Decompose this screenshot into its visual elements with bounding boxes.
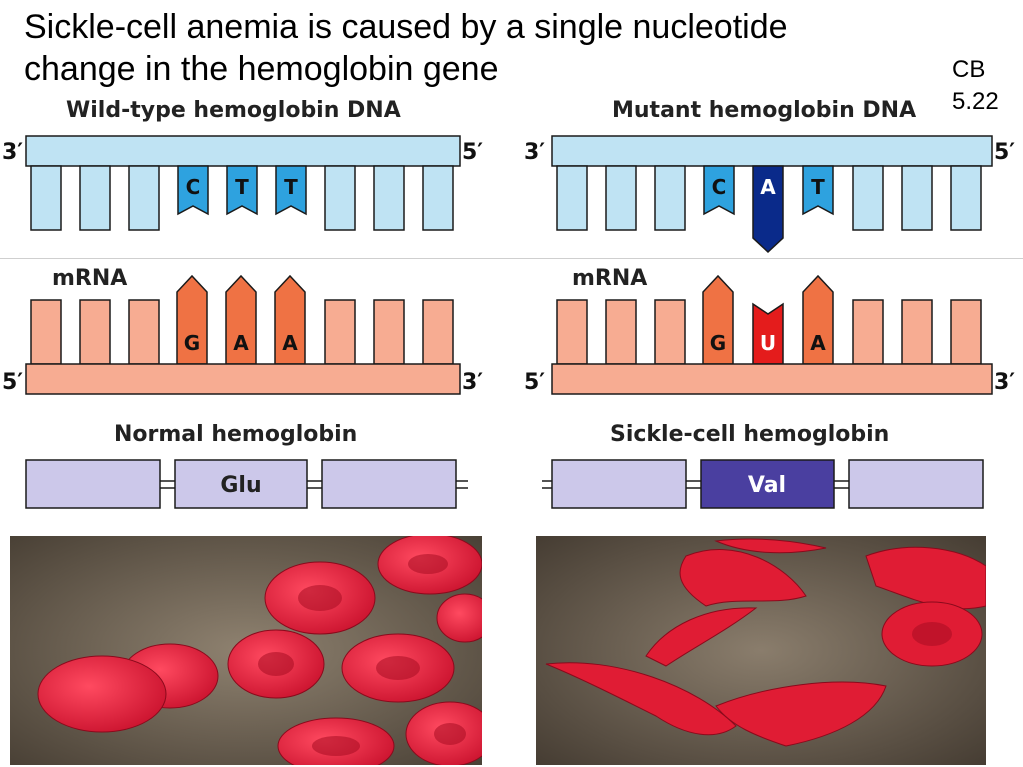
wild-dna-base-t: [226, 165, 258, 216]
mutant-dna-base: [556, 165, 588, 231]
mutant-dna-base: [950, 165, 982, 231]
wild-dna-base: [30, 165, 62, 231]
title-line-1: Sickle-cell anemia is caused by a single…: [24, 8, 788, 46]
sickle-red-blood-cells-photo: [536, 536, 986, 765]
wild-dna-header: Wild-type hemoglobin DNA: [66, 98, 401, 123]
wild-protein-header: Normal hemoglobin: [114, 422, 358, 447]
normal-red-blood-cells-photo: [10, 536, 482, 765]
mutant-dna-header: Mutant hemoglobin DNA: [612, 98, 917, 123]
wild-amino-acid: [321, 459, 457, 509]
mutant-amino-acid: [848, 459, 984, 509]
divider: [0, 258, 1023, 259]
mutant-mrna-5prime: 5′: [524, 370, 546, 395]
mutant-dna-base-c: [703, 165, 735, 216]
wild-dna-base: [79, 165, 111, 231]
reference-line-1: CB: [952, 56, 986, 83]
mutant-mrna-3prime: 3′: [994, 370, 1016, 395]
title-line-2: change in the hemoglobin gene: [24, 50, 499, 88]
mutant-mrna-base: [605, 299, 637, 365]
wild-dna-3prime: 3′: [2, 140, 24, 165]
mutant-mrna-label: mRNA: [572, 266, 648, 291]
wild-mrna-3prime: 3′: [462, 370, 484, 395]
mutant-protein-header: Sickle-cell hemoglobin: [610, 422, 890, 447]
mutant-amino-acid: [551, 459, 687, 509]
mutant-mrna-base: [556, 299, 588, 365]
mutant-mrna-base: [901, 299, 933, 365]
mutant-dna-base-a: [752, 165, 784, 254]
wild-dna-base-t: [275, 165, 307, 216]
mutant-mrna-backbone: [551, 363, 993, 395]
mutant-mrna-base-label: G: [710, 331, 726, 355]
mutant-mrna-base: [852, 299, 884, 365]
wild-mrna-base-label: A: [233, 331, 249, 355]
wild-dna-base-c: [177, 165, 209, 216]
wild-amino-acid: [25, 459, 161, 509]
mutant-dna-base-label: C: [712, 175, 727, 199]
mutant-mrna-base-label: A: [810, 331, 826, 355]
mutant-dna-backbone: [551, 135, 993, 167]
wild-dna-5prime: 5′: [462, 140, 484, 165]
wild-mrna-base: [79, 299, 111, 365]
mutant-mrna-base: [950, 299, 982, 365]
mutant-dna-base-t: [802, 165, 834, 216]
wild-mrna-label: mRNA: [52, 266, 128, 291]
wild-dna-backbone: [25, 135, 461, 167]
wild-mrna-base: [128, 299, 160, 365]
mutant-dna-base: [901, 165, 933, 231]
mutant-dna-3prime: 3′: [524, 140, 546, 165]
wild-mrna-base-label: G: [184, 331, 200, 355]
wild-amino-acid-label: Glu: [220, 473, 261, 498]
wild-mrna-base: [422, 299, 454, 365]
mutant-amino-acid-val: [700, 459, 835, 509]
wild-amino-acid-glu: [174, 459, 308, 509]
wild-mrna-backbone: [25, 363, 461, 395]
wild-dna-base: [324, 165, 356, 231]
mutant-dna-base-label: A: [760, 175, 776, 199]
mutant-mrna-base-label: U: [760, 331, 776, 355]
slide-title: Sickle-cell anemia is caused by a single…: [24, 6, 788, 90]
wild-dna-base-label: C: [186, 175, 201, 199]
wild-mrna-5prime: 5′: [2, 370, 24, 395]
wild-dna-base-label: T: [284, 175, 298, 199]
mutant-dna-5prime: 5′: [994, 140, 1016, 165]
wild-dna-base: [128, 165, 160, 231]
wild-mrna-base-label: A: [282, 331, 298, 355]
mutant-dna-base: [654, 165, 686, 231]
figure-reference: CB 5.22: [952, 54, 999, 118]
wild-dna-base: [422, 165, 454, 231]
reference-line-2: 5.22: [952, 88, 999, 115]
wild-dna-base-label: T: [235, 175, 249, 199]
mutant-dna-base: [605, 165, 637, 231]
mutant-dna-base-label: T: [811, 175, 825, 199]
wild-mrna-base: [30, 299, 62, 365]
mutant-dna-base: [852, 165, 884, 231]
diagram-canvas: C T T C A T G A A: [25, 135, 993, 509]
wild-mrna-base: [324, 299, 356, 365]
wild-dna-base: [373, 165, 405, 231]
wild-mrna-base: [373, 299, 405, 365]
mutant-mrna-base: [654, 299, 686, 365]
mutant-amino-acid-label: Val: [748, 473, 786, 498]
